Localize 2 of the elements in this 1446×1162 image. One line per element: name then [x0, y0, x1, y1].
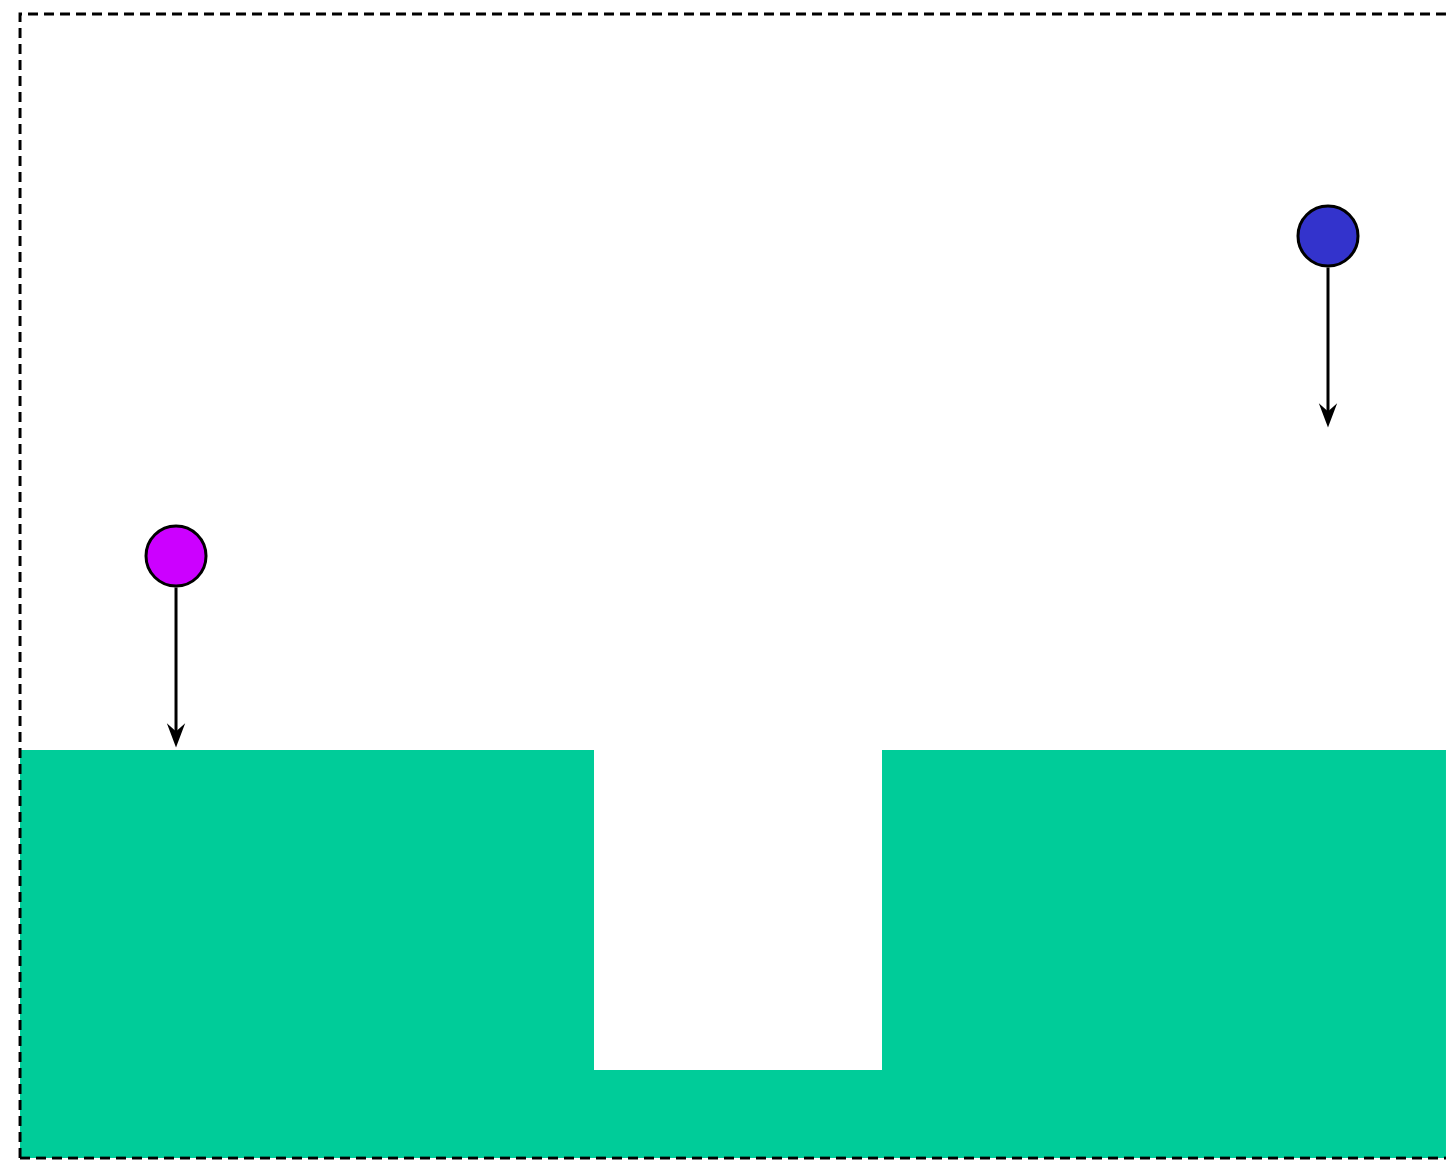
ball [144, 524, 208, 588]
ball [1296, 204, 1360, 268]
